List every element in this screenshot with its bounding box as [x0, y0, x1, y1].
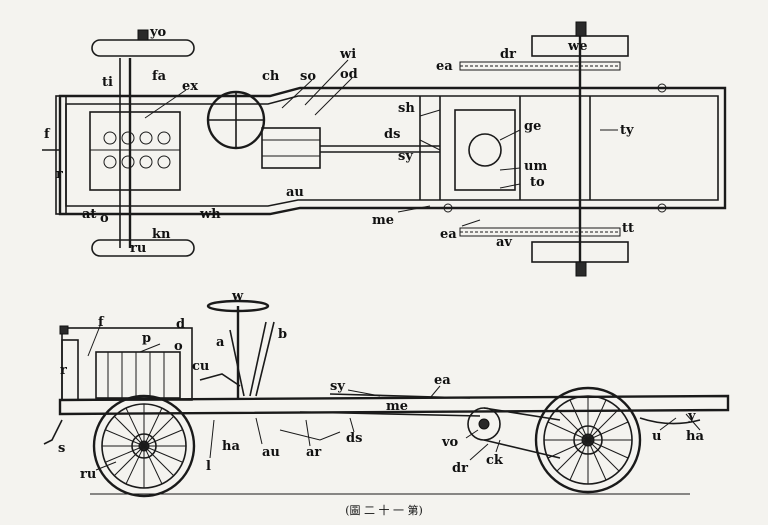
label-sh: sh	[398, 101, 415, 116]
label-w: w	[231, 289, 244, 304]
label-me-side: me	[386, 399, 408, 414]
label-sy-top: sy	[398, 149, 413, 164]
label-um: um	[524, 159, 547, 174]
label-ch: ch	[262, 69, 280, 84]
label-ea-side: ea	[434, 373, 451, 388]
label-ex: ex	[182, 79, 198, 94]
label-ds-side: ds	[346, 431, 362, 446]
label-dr-top: dr	[500, 47, 516, 62]
label-dr-side: dr	[452, 461, 468, 476]
figure-caption: (圖 二 十 一 第)	[345, 503, 423, 517]
label-o-top: o	[100, 211, 109, 226]
front-wheel	[92, 394, 196, 498]
label-wh: wh	[199, 207, 221, 222]
label-r-side: r	[60, 363, 67, 378]
side-view: w f p d a b o r cu sy ea me ds s ha au a…	[43, 289, 730, 498]
label-fa: fa	[152, 69, 167, 84]
label-av: av	[496, 235, 512, 250]
label-od: od	[340, 67, 358, 82]
label-ru-side: ru	[80, 467, 96, 482]
top-view: yo fa ti ex ch so wi od ea dr we sh ds s…	[42, 21, 727, 277]
label-b: b	[278, 327, 287, 342]
label-at: at	[82, 207, 96, 222]
label-u: u	[652, 429, 661, 444]
label-f-top: f	[44, 127, 51, 142]
label-ge: ge	[524, 119, 541, 134]
label-ds-top: ds	[384, 127, 400, 142]
label-f-side: f	[98, 315, 105, 330]
label-ty: ty	[620, 123, 634, 138]
label-kn: kn	[152, 227, 171, 242]
label-au-top: au	[286, 185, 304, 200]
label-d: d	[176, 317, 185, 332]
label-wi: wi	[339, 47, 356, 62]
label-to: to	[530, 175, 545, 190]
label-y: y	[687, 409, 696, 424]
label-cu: cu	[192, 359, 209, 374]
top-view-labels: yo fa ti ex ch so wi od ea dr we sh ds s…	[44, 25, 634, 256]
label-ru-top: ru	[130, 241, 146, 256]
label-vo: vo	[441, 435, 459, 450]
label-we: we	[567, 39, 587, 54]
label-ea-bottom: ea	[440, 227, 457, 242]
label-tt: tt	[622, 221, 634, 236]
label-s: s	[58, 441, 65, 456]
label-o-side: o	[174, 339, 183, 354]
rear-wheel	[534, 386, 642, 494]
label-sy-side: sy	[330, 379, 345, 394]
label-au-side: au	[262, 445, 280, 460]
label-a: a	[216, 335, 225, 350]
label-yo: yo	[149, 25, 167, 40]
label-ck: ck	[486, 453, 504, 468]
label-ha-rear: ha	[686, 429, 704, 444]
label-r-top: r	[56, 167, 63, 182]
label-ha-front: ha	[222, 439, 240, 454]
label-ar: ar	[306, 445, 321, 460]
side-view-labels: w f p d a b o r cu sy ea me ds s ha au a…	[58, 289, 704, 482]
label-so: so	[300, 69, 316, 84]
label-me-top: me	[372, 213, 394, 228]
label-ea-top: ea	[436, 59, 453, 74]
label-l: l	[206, 459, 211, 474]
label-p: p	[142, 331, 151, 346]
label-ti: ti	[102, 75, 113, 90]
